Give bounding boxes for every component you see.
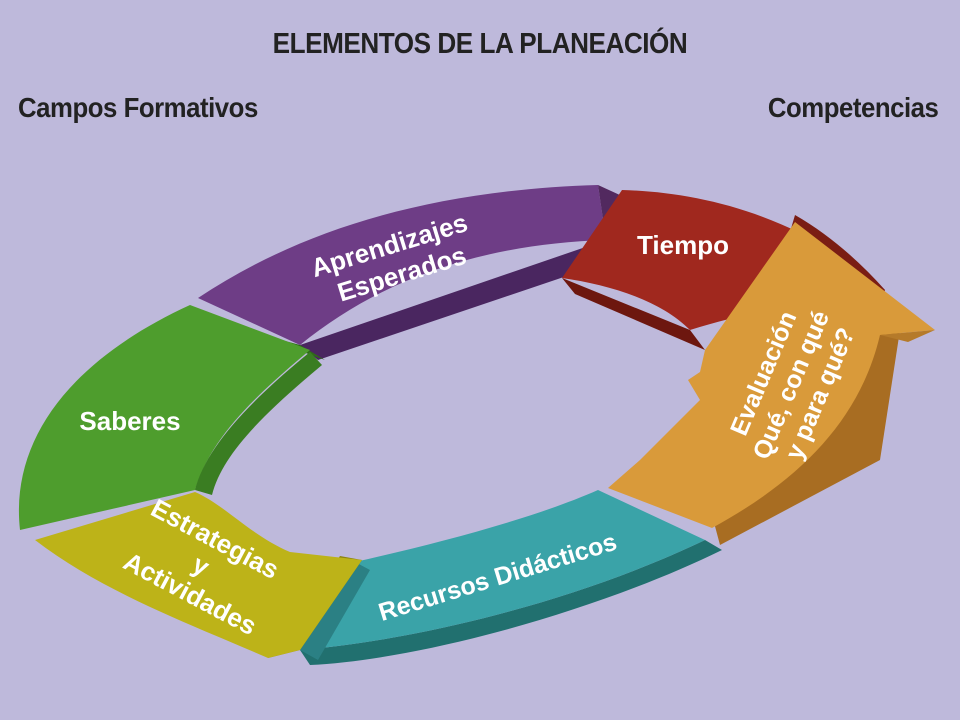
segment-evaluacion: Evaluación Qué, con qué y para qué? (608, 222, 935, 545)
campos-formativos-label: Campos Formativos (18, 92, 258, 123)
segment-label-saberes: Saberes (79, 406, 180, 436)
segment-saberes: Saberes (18, 305, 325, 530)
segment-label-tiempo: Tiempo (637, 230, 729, 260)
segment-recursos: Recursos Didácticos (300, 490, 722, 665)
competencias-label: Competencias (767, 92, 938, 123)
page-title: ELEMENTOS DE LA PLANEACIÓN (272, 28, 688, 60)
